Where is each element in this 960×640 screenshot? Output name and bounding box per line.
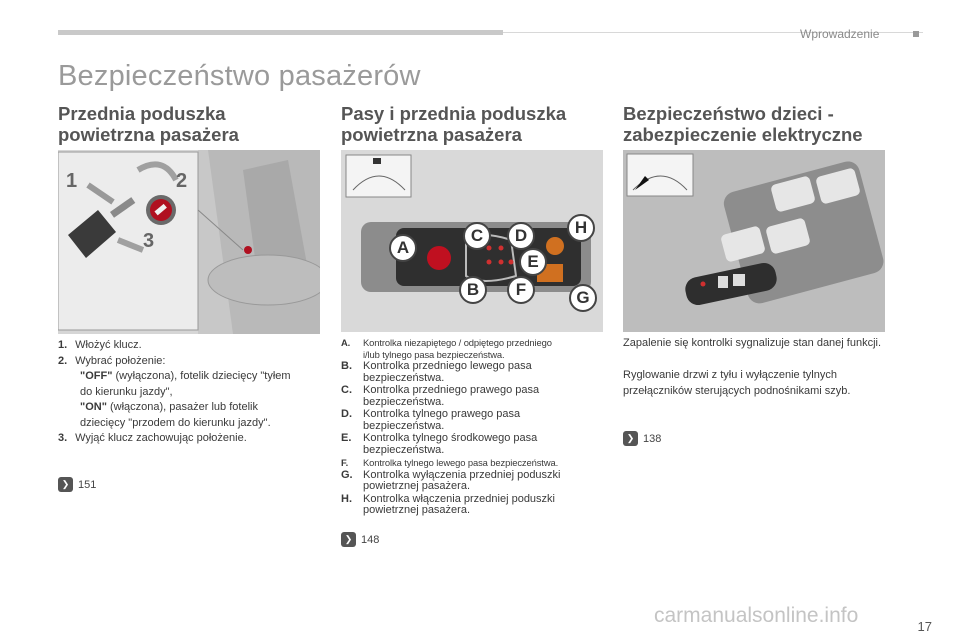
legend-E-line1: Kontrolka tylnego środkowego pasa [363,432,538,444]
col1-page-ref-number: 151 [78,478,97,491]
step-3-num: 3. [58,432,68,444]
header-bar [58,30,503,35]
legend-C-key: C. [341,384,352,396]
col3-heading-line2: zabezpieczenie elektryczne [623,124,863,145]
legend-A-key: A. [341,337,351,348]
col3-page-ref[interactable]: ❯ 138 [623,431,661,446]
legend-A: A. Kontrolka niezapiętego / odpiętego prz… [341,337,611,360]
callout-A: A [389,234,417,262]
legend-H: H. Kontrolka włączenia przedniej poduszki… [341,492,611,517]
step-1-text: Włożyć klucz. [75,339,142,351]
legend-C-line2: bezpieczeństwa. [363,395,445,408]
watermark: carmanualsonline.info [654,604,859,627]
legend-B-key: B. [341,360,352,372]
legend-D-key: D. [341,408,352,420]
legend-H-line2: powietrznej pasażera. [363,504,471,516]
legend-H-line1: Kontrolka włączenia przedniej poduszki [363,492,555,505]
window-switch-panel-photo [623,150,885,332]
step-2-num: 2. [58,354,68,367]
col3-description-paragraph: Ryglowanie drzwi z tyłu i wyłączenie tyl… [623,369,851,397]
col1-heading-line1: Przednia poduszka [58,103,226,124]
legend-F-key: F. [341,457,349,468]
legend-H-key: H. [341,492,352,505]
off-label: "OFF" [80,370,113,382]
col2-page-ref[interactable]: ❯ 148 [341,532,379,547]
col1-heading: Przednia poduszka powietrzna pasażera [58,103,239,145]
page-title: Bezpieczeństwo pasażerów [58,60,421,92]
step-2-on: "ON" (włączona), pasażer lub fotelik [58,400,320,416]
col2-heading-line1: Pasy i przednia poduszka [341,103,567,124]
step-2-text: Wybrać położenie: [75,354,166,367]
step-1: 1. Włożyć klucz. [58,338,320,354]
callout-G: G [569,284,597,312]
off-text-2: do kierunku jazdy", [80,385,173,398]
callout-F: F [507,276,535,304]
callout-C: C [463,222,491,250]
callout-B: B [459,276,487,304]
legend-B-line1: Kontrolka przedniego lewego pasa [363,360,532,372]
seatbelt-warning-panel-photo: A B C D E F G H [341,150,603,332]
callout-H: H [567,214,595,242]
legend-A-text: Kontrolka niezapiętego / odpiętego przed… [363,337,552,360]
legend-G-key: G. [341,468,353,481]
photo-label-1: 1 [66,170,78,192]
legend-G-line2: powietrznej pasażera. [363,480,471,492]
legend-F-text: Kontrolka tylnego lewego pasa bezpieczeń… [363,457,559,468]
legend-A-line2: i/lub tylnego pasa bezpieczeństwa. [363,348,505,360]
col2-page-ref-number: 148 [361,533,380,546]
legend-B-line2: bezpieczeństwa. [363,371,445,384]
step-3-text: Wyjąć klucz zachowując położenie. [75,432,247,444]
section-marker [913,31,919,37]
step-2-off: "OFF" (wyłączona), fotelik dziecięcy "ty… [58,369,320,385]
step-1-num: 1. [58,339,68,351]
col2-heading-line2: powietrzna pasażera [341,124,522,145]
legend-E-line2: bezpieczeństwa. [363,443,445,456]
off-text-1: (wyłączona), fotelik dziecięcy "tyłem [112,370,291,382]
col3-status-paragraph: Zapalenie się kontrolki sygnalizuje stan… [623,337,882,349]
step-2: 2. Wybrać położenie: [58,354,320,370]
callout-E: E [519,248,547,276]
header-line [503,32,923,33]
col2-legend: A. Kontrolka niezapiętego / odpiętego prz… [341,337,611,518]
photo-label-3: 3 [143,230,155,252]
page-ref-icon: ❯ [623,431,638,446]
legend-G: G. Kontrolka wyłączenia przedniej poduszk… [341,468,611,493]
airbag-key-switch-photo: 1 2 3 [58,150,320,334]
legend-F: F. Kontrolka tylnego lewego pasa bezpiecz… [341,457,611,469]
on-text-1: (włączona), pasażer lub fotelik [106,401,258,413]
legend-G-line1: Kontrolka wyłączenia przedniej poduszki [363,468,561,481]
step-3: 3. Wyjąć klucz zachowując położenie. [58,431,320,447]
col3-page-ref-number: 138 [643,432,662,445]
photo-label-2: 2 [176,170,188,192]
col1-page-ref[interactable]: ❯ 151 [58,477,96,492]
col1-heading-line2: powietrzna pasażera [58,124,239,145]
legend-C-line1: Kontrolka przedniego prawego pasa [363,384,540,396]
legend-E-key: E. [341,432,352,444]
on-label: "ON" [80,401,107,413]
section-label: Wprowadzenie [800,27,880,41]
on-text-2: dziecięcy "przodem do kierunku jazdy". [80,416,271,429]
legend-D-line2: bezpieczeństwa. [363,419,445,432]
page-ref-icon: ❯ [341,532,356,547]
page-ref-icon: ❯ [58,477,73,492]
page-number: 17 [917,619,932,634]
col3-heading-line1: Bezpieczeństwo dzieci - [623,103,834,124]
col2-heading: Pasy i przednia poduszka powietrzna pasa… [341,103,566,145]
legend-A-line1: Kontrolka niezapiętego / odpiętego przed… [363,337,552,348]
callout-D: D [507,222,535,250]
col1-steps: 1. Włożyć klucz. 2. Wybrać położenie: "O… [58,338,320,447]
legend-D-line1: Kontrolka tylnego prawego pasa [363,408,521,420]
col3-heading: Bezpieczeństwo dzieci - zabezpieczenie e… [623,103,863,145]
